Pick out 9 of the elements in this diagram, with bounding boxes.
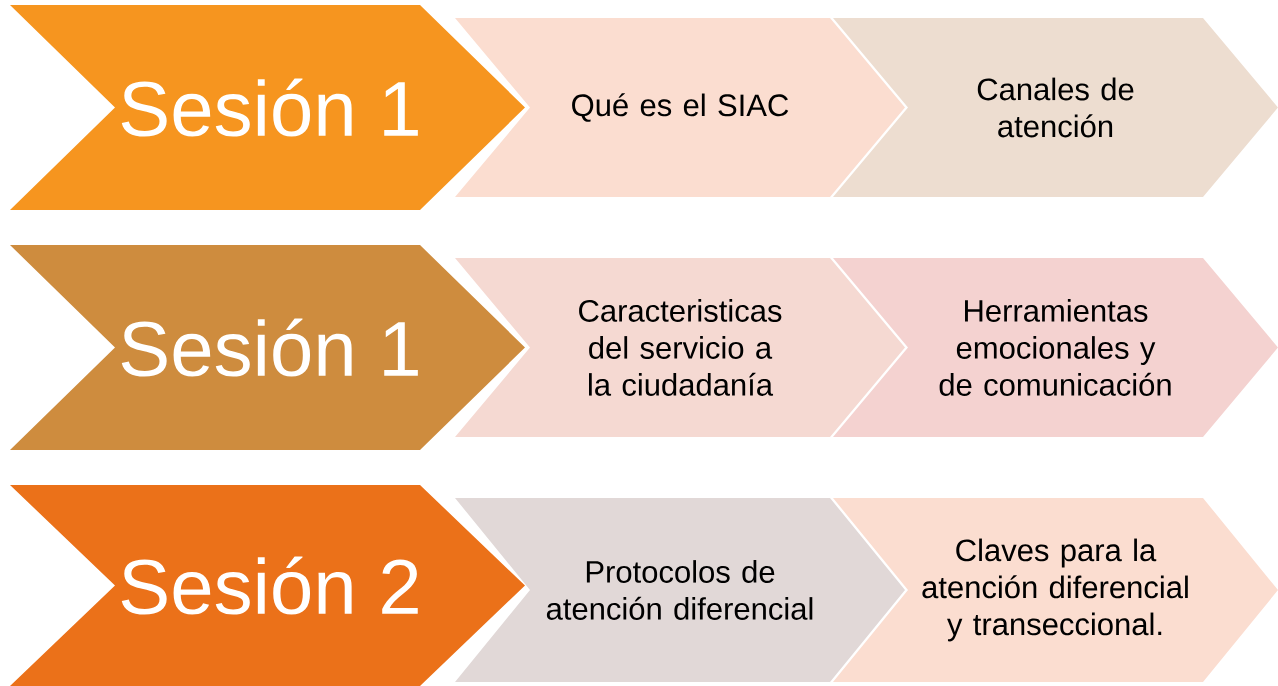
topic-box: Claves para la atención diferencial y transeccional. [833,498,1278,682]
session-box: Sesión 1 [10,5,525,210]
topic-box: Protocolos de atención diferencial [455,498,905,682]
session-box: Sesión 2 [10,485,525,686]
session-box: Sesión 1 [10,245,525,450]
topic-box: Qué es el SIAC [455,18,905,197]
topic-box: Canales de atención [833,18,1278,197]
topic-box: Caracteristicas del servicio a la ciudadanía [455,258,905,437]
topic-box: Herramientas emocionales y de comunicación [833,258,1278,437]
